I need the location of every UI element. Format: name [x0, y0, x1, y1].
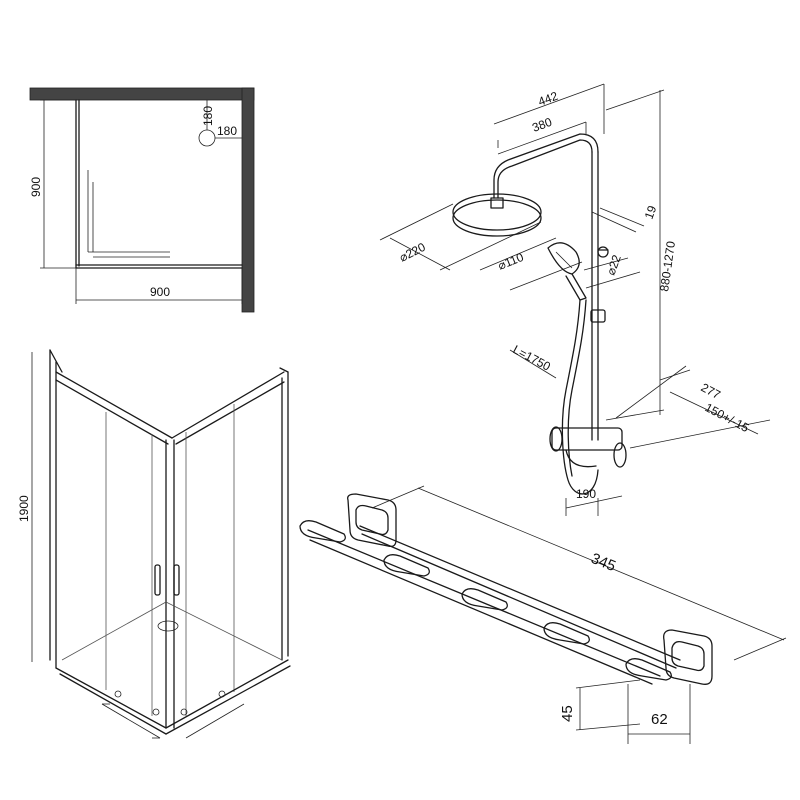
rail-height-dim: 45	[559, 705, 576, 722]
cabin-height-dim: 1900	[17, 495, 31, 522]
rail-length-dim: 345	[589, 550, 619, 575]
towel-rail: 345 45 62	[299, 485, 787, 744]
hook-icon	[299, 520, 346, 543]
rail-dia-dim: 19	[642, 203, 660, 221]
plan-wall-top	[29, 87, 255, 101]
hose-length-dim: L=1750	[511, 342, 554, 373]
hook-icon	[543, 622, 590, 645]
tray-drain-icon	[157, 620, 179, 632]
cabin-view: 1900	[17, 349, 291, 739]
plan-door-dim-h: 180	[217, 124, 237, 138]
hook-icon	[461, 588, 508, 611]
spout-dim: 190	[576, 487, 596, 501]
bracket-dia-dim: ⌀22	[604, 253, 624, 277]
plan-width-dim: 900	[150, 285, 170, 299]
hook-icon	[383, 554, 430, 577]
plan-view: 180 180 900 900	[29, 87, 255, 313]
arm-dim: 380	[530, 115, 554, 135]
drain-icon	[198, 129, 216, 147]
arm-total-dim: 442	[536, 89, 560, 109]
rain-head-icon	[452, 193, 542, 231]
thermostat-mixer-icon	[551, 427, 623, 451]
right-door-handle	[173, 564, 180, 596]
hand-dia-dim: ⌀110	[496, 250, 526, 273]
plan-door-dim-v: 180	[201, 106, 215, 126]
plan-depth-dim: 900	[29, 177, 43, 197]
shower-system: ⌀220 380 442 ⌀110 ⌀22 19 880-1270	[379, 83, 771, 516]
hook-icon	[625, 658, 672, 681]
left-door-handle	[154, 564, 161, 596]
hand-shower-icon	[547, 242, 580, 275]
left-mount-icon	[347, 493, 397, 548]
head-dia-dim: ⌀220	[397, 240, 428, 265]
rail-depth-dim: 62	[651, 711, 668, 728]
plan-wall-right	[241, 87, 255, 313]
depth-dim: 277	[699, 380, 724, 402]
centers-dim: 150+/-15	[703, 400, 752, 435]
right-mount-icon	[663, 629, 713, 685]
